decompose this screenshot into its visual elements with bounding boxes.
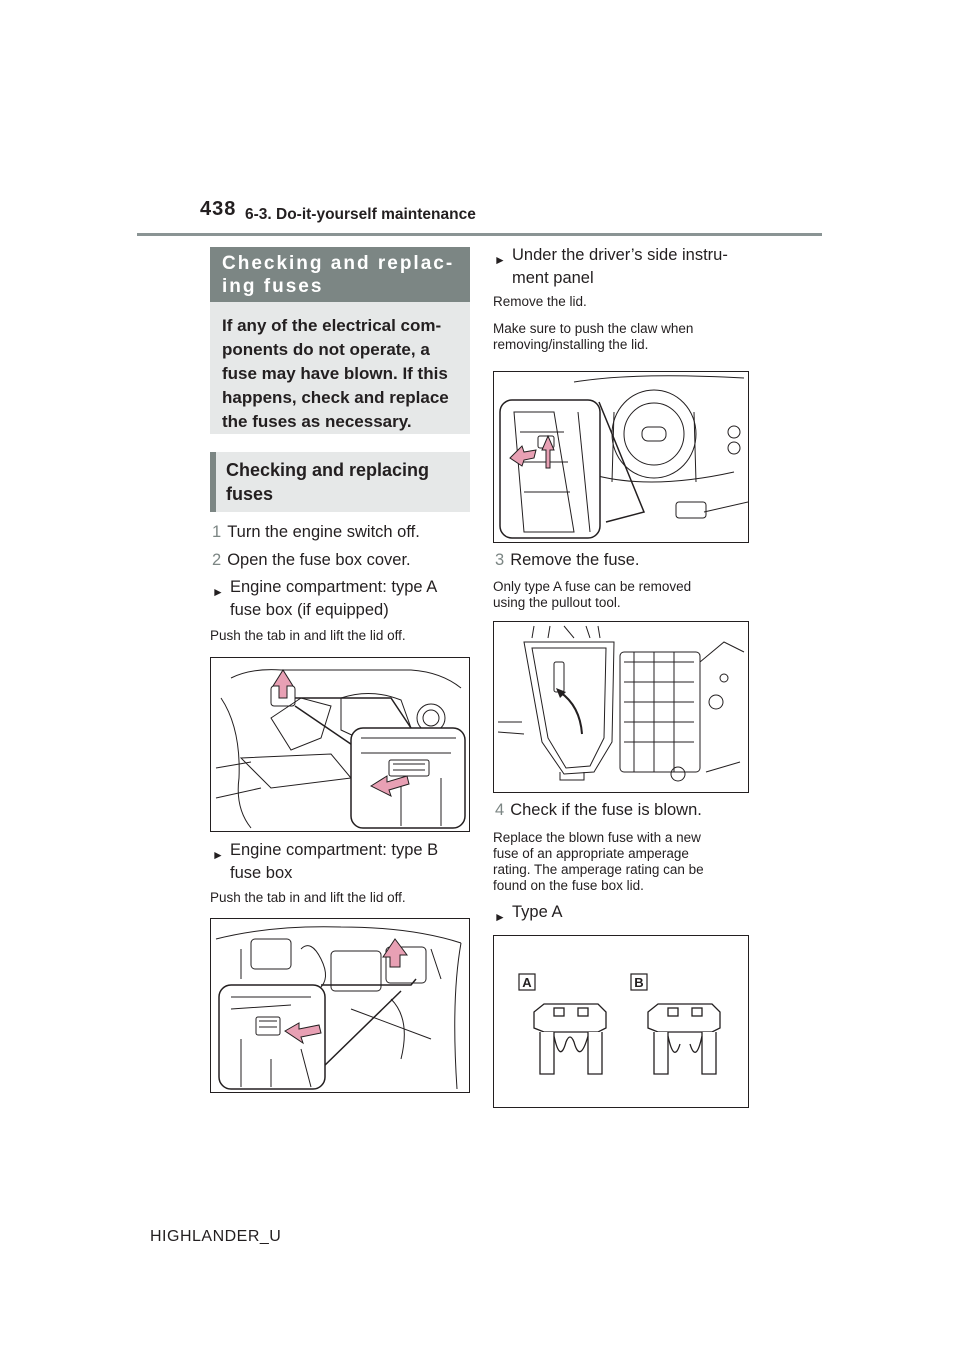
main-heading-banner: Checking and replac- ing fuses [210, 247, 470, 302]
bullet-line: Engine compartment: type B [230, 841, 439, 859]
note-line: found on the fuse box lid. [493, 878, 644, 893]
figure-instrument-panel [493, 371, 749, 543]
triangle-bullet-icon: ► [494, 253, 506, 267]
figure-fuse-types: A B [493, 935, 749, 1108]
intro-box: If any of the electrical com- ponents do… [210, 302, 470, 434]
label-b-box [630, 973, 648, 991]
page-number: 438 [200, 198, 237, 220]
bullet-line: Type A [512, 903, 563, 921]
step-number: 4 [495, 801, 505, 819]
fuse-good [533, 1003, 607, 1075]
step-text: Open the fuse box cover. [227, 551, 411, 569]
note-line: fuse of an appropriate amperage [493, 846, 689, 861]
step-1: 1 Turn the engine switch off. [212, 521, 420, 543]
triangle-bullet-icon: ► [494, 910, 506, 924]
note-line: using the pullout tool. [493, 595, 621, 610]
bullet-line: fuse box [230, 864, 293, 882]
label-a-box [518, 973, 536, 991]
note-type-a: Push the tab in and lift the lid off. [210, 628, 406, 643]
header-rule [137, 233, 822, 236]
bullet-instrument-panel: ► Under the driver’s side instru- ment p… [494, 244, 764, 290]
note-amperage: Replace the blown fuse with a new fuse o… [493, 830, 704, 894]
note-line: Replace the blown fuse with a new [493, 830, 701, 845]
bullet-type-a-fuse: ► Type A [494, 901, 562, 924]
fuse-box-tool-illustration [497, 625, 745, 782]
step-4: 4 Check if the fuse is blown. [495, 799, 702, 821]
step-3: 3 Remove the fuse. [495, 549, 640, 571]
figure-engine-fuse-box-b [210, 918, 470, 1093]
figure-fuse-removal [493, 621, 749, 793]
bullet-type-b-engine: ► Engine compartment: type B fuse box [212, 839, 472, 885]
note-type-b: Push the tab in and lift the lid off. [210, 890, 406, 905]
note-line: removing/installing the lid. [493, 337, 649, 352]
engine-compartment-b-illustration [215, 926, 462, 1090]
main-heading-line1: Checking and replac- [222, 253, 455, 274]
step-number: 1 [212, 523, 222, 541]
step-text: Turn the engine switch off. [227, 523, 420, 541]
step-text: Check if the fuse is blown. [510, 801, 702, 819]
driver-panel-illustration [499, 375, 748, 539]
sub-heading-line1: Checking and replacing [226, 460, 430, 480]
note-line: rating. The amperage rating can be [493, 862, 704, 877]
label-a: A [522, 975, 532, 990]
bullet-line: fuse box (if equipped) [230, 601, 389, 619]
note-push-claw: Make sure to push the claw when removing… [493, 321, 693, 353]
triangle-bullet-icon: ► [212, 848, 224, 862]
intro-line: the fuses as necessary. [222, 412, 412, 431]
figure-engine-fuse-box-a [210, 657, 470, 832]
note-pullout-tool: Only type A fuse can be removed using th… [493, 579, 691, 611]
engine-compartment-a-illustration [215, 669, 466, 829]
note-line: Only type A fuse can be removed [493, 579, 692, 594]
note-remove-lid: Remove the lid. [493, 294, 587, 309]
bullet-line: Engine compartment: type A [230, 578, 438, 596]
fuse-blown [647, 1003, 721, 1075]
note-line: Make sure to push the claw when [493, 321, 694, 336]
footer-model-code: HIGHLANDER_U [150, 1228, 282, 1245]
intro-line: ponents do not operate, a [222, 340, 430, 359]
label-b: B [634, 975, 643, 990]
step-2: 2 Open the fuse box cover. [212, 549, 411, 571]
section-header: 6-3. Do-it-yourself maintenance [245, 206, 476, 223]
bullet-line: Under the driver’s side instru- [512, 246, 728, 264]
bullet-line: ment panel [512, 269, 594, 287]
triangle-bullet-icon: ► [212, 585, 224, 599]
bullet-type-a-engine: ► Engine compartment: type A fuse box (i… [212, 576, 472, 622]
sub-heading-line2: fuses [226, 484, 274, 504]
intro-line: If any of the electrical com- [222, 316, 442, 335]
step-number: 2 [212, 551, 222, 569]
step-text: Remove the fuse. [510, 551, 640, 569]
intro-line: happens, check and replace [222, 388, 449, 407]
intro-line: fuse may have blown. If this [222, 364, 448, 383]
sub-heading-banner: Checking and replacing fuses [210, 452, 470, 512]
fuse-comparison-illustration: A B [518, 973, 721, 1075]
step-number: 3 [495, 551, 505, 569]
main-heading-line2: ing fuses [222, 276, 324, 297]
